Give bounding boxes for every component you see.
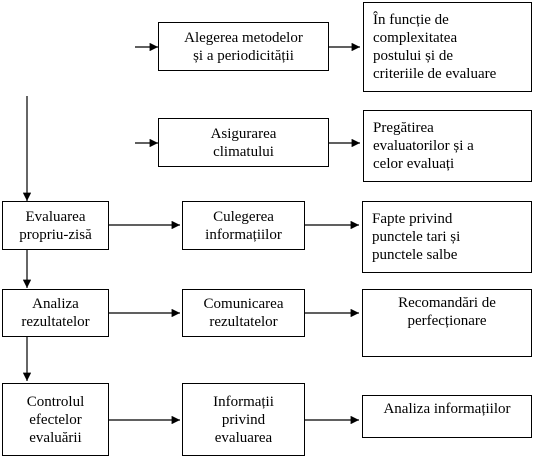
box-text-line: Pregătirea [373, 120, 434, 136]
box-text-line: perfecționare [407, 313, 487, 329]
box-text-line: punctele salbe [372, 247, 458, 263]
box-results-communication: Comunicarea rezultatelor [182, 289, 305, 337]
box-text-line: Recomandări de [398, 295, 496, 311]
box-text-line: În funcție de [373, 12, 449, 28]
box-text-line: Culegerea [213, 208, 274, 225]
box-strengths-weaknesses: Fapte privind punctele tari și punctele … [362, 201, 532, 273]
box-text-line: evaluării [29, 429, 82, 446]
box-improvement-recommendations: Recomandări de perfecționare [362, 289, 532, 357]
box-text-line: complexitatea [373, 30, 458, 46]
box-text-line: Alegerea metodelor [184, 29, 303, 46]
box-text-line: Analiza [32, 296, 79, 312]
box-text-line: Analiza informațiilor [383, 401, 511, 417]
box-text-line: postului și de [373, 48, 454, 64]
box-text-line: rezultatelor [21, 314, 90, 330]
box-evaluator-preparation: Pregătirea evaluatorilor și a celor eval… [363, 110, 532, 182]
box-text-line: climatului [213, 143, 274, 160]
box-text-line: propriu-zisă [19, 226, 92, 243]
box-text-line: Asigurarea [210, 125, 277, 142]
box-evaluation-information: Informații privind evaluarea [182, 383, 305, 456]
box-text-line: Comunicarea [203, 296, 284, 312]
box-text-line: Fapte privind [372, 211, 453, 227]
box-text-line: rezultatelor [209, 314, 278, 330]
box-evaluation-proper: Evaluarea propriu-zisă [2, 201, 109, 250]
box-complexity-criteria: În funcție de complexitatea postului și … [363, 2, 532, 92]
box-information-analysis: Analiza informațiilor [362, 395, 532, 438]
box-text-line: evaluatorilor și a [373, 138, 474, 154]
box-text-line: criteriile de evaluare [373, 66, 497, 82]
box-methods-selection: Alegerea metodelor și a periodicității [158, 22, 329, 71]
box-text-line: Controlul [26, 393, 85, 410]
box-text-line: și a periodicității [193, 47, 294, 64]
box-effects-control: Controlul efectelor evaluării [2, 383, 109, 456]
box-text-line: efectelor [29, 411, 82, 428]
box-text-line: informațiilor [205, 226, 282, 243]
box-text-line: celor evaluați [373, 156, 455, 172]
box-information-collection: Culegerea informațiilor [182, 201, 305, 250]
box-text-line: privind [221, 411, 266, 428]
box-text-line: Evaluarea [25, 208, 86, 225]
box-text-line: evaluarea [214, 429, 273, 446]
box-text-line: punctele tari și [372, 229, 461, 245]
box-text-line: Informații [213, 393, 274, 410]
box-climate: Asigurarea climatului [158, 118, 329, 167]
box-results-analysis: Analiza rezultatelor [2, 289, 109, 337]
